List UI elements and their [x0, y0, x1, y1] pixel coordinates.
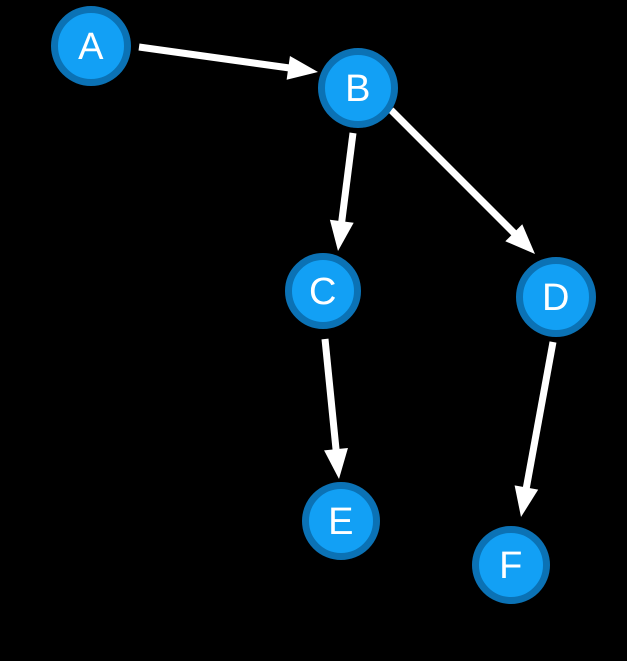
- graph-node-e[interactable]: E: [302, 482, 380, 560]
- node-circle: [318, 48, 398, 128]
- node-circle: [285, 253, 361, 329]
- node-label: C: [309, 271, 337, 313]
- node-label: A: [78, 26, 104, 68]
- graph-edge[interactable]: [138, 43, 318, 80]
- graph-edge[interactable]: [321, 338, 348, 479]
- node-label: B: [345, 68, 371, 110]
- edge-line: [337, 132, 357, 226]
- node-circle: [516, 257, 596, 337]
- nodes-layer: A B C D E F: [51, 6, 596, 604]
- graph-node-f[interactable]: F: [472, 526, 550, 604]
- node-circle: [302, 482, 380, 560]
- node-circle: [51, 6, 131, 86]
- graph-edge[interactable]: [388, 107, 535, 254]
- graph-node-a[interactable]: A: [51, 6, 131, 86]
- graph-edge[interactable]: [514, 341, 557, 517]
- edge-line: [388, 107, 520, 239]
- edges-layer: [138, 43, 557, 517]
- edge-arrowhead-icon: [329, 219, 354, 251]
- edge-arrowhead-icon: [505, 224, 535, 254]
- graph-edge[interactable]: [329, 132, 357, 251]
- edge-arrowhead-icon: [286, 55, 318, 80]
- node-label: E: [328, 501, 354, 543]
- graph-node-c[interactable]: C: [285, 253, 361, 329]
- edge-line: [138, 43, 293, 72]
- graph-node-b[interactable]: B: [318, 48, 398, 128]
- edge-line: [522, 341, 557, 493]
- node-label: F: [499, 545, 523, 587]
- edge-arrowhead-icon: [514, 485, 539, 517]
- edge-line: [321, 338, 340, 454]
- edge-arrowhead-icon: [324, 447, 348, 479]
- graph-node-d[interactable]: D: [516, 257, 596, 337]
- node-label: D: [542, 277, 570, 319]
- node-circle: [472, 526, 550, 604]
